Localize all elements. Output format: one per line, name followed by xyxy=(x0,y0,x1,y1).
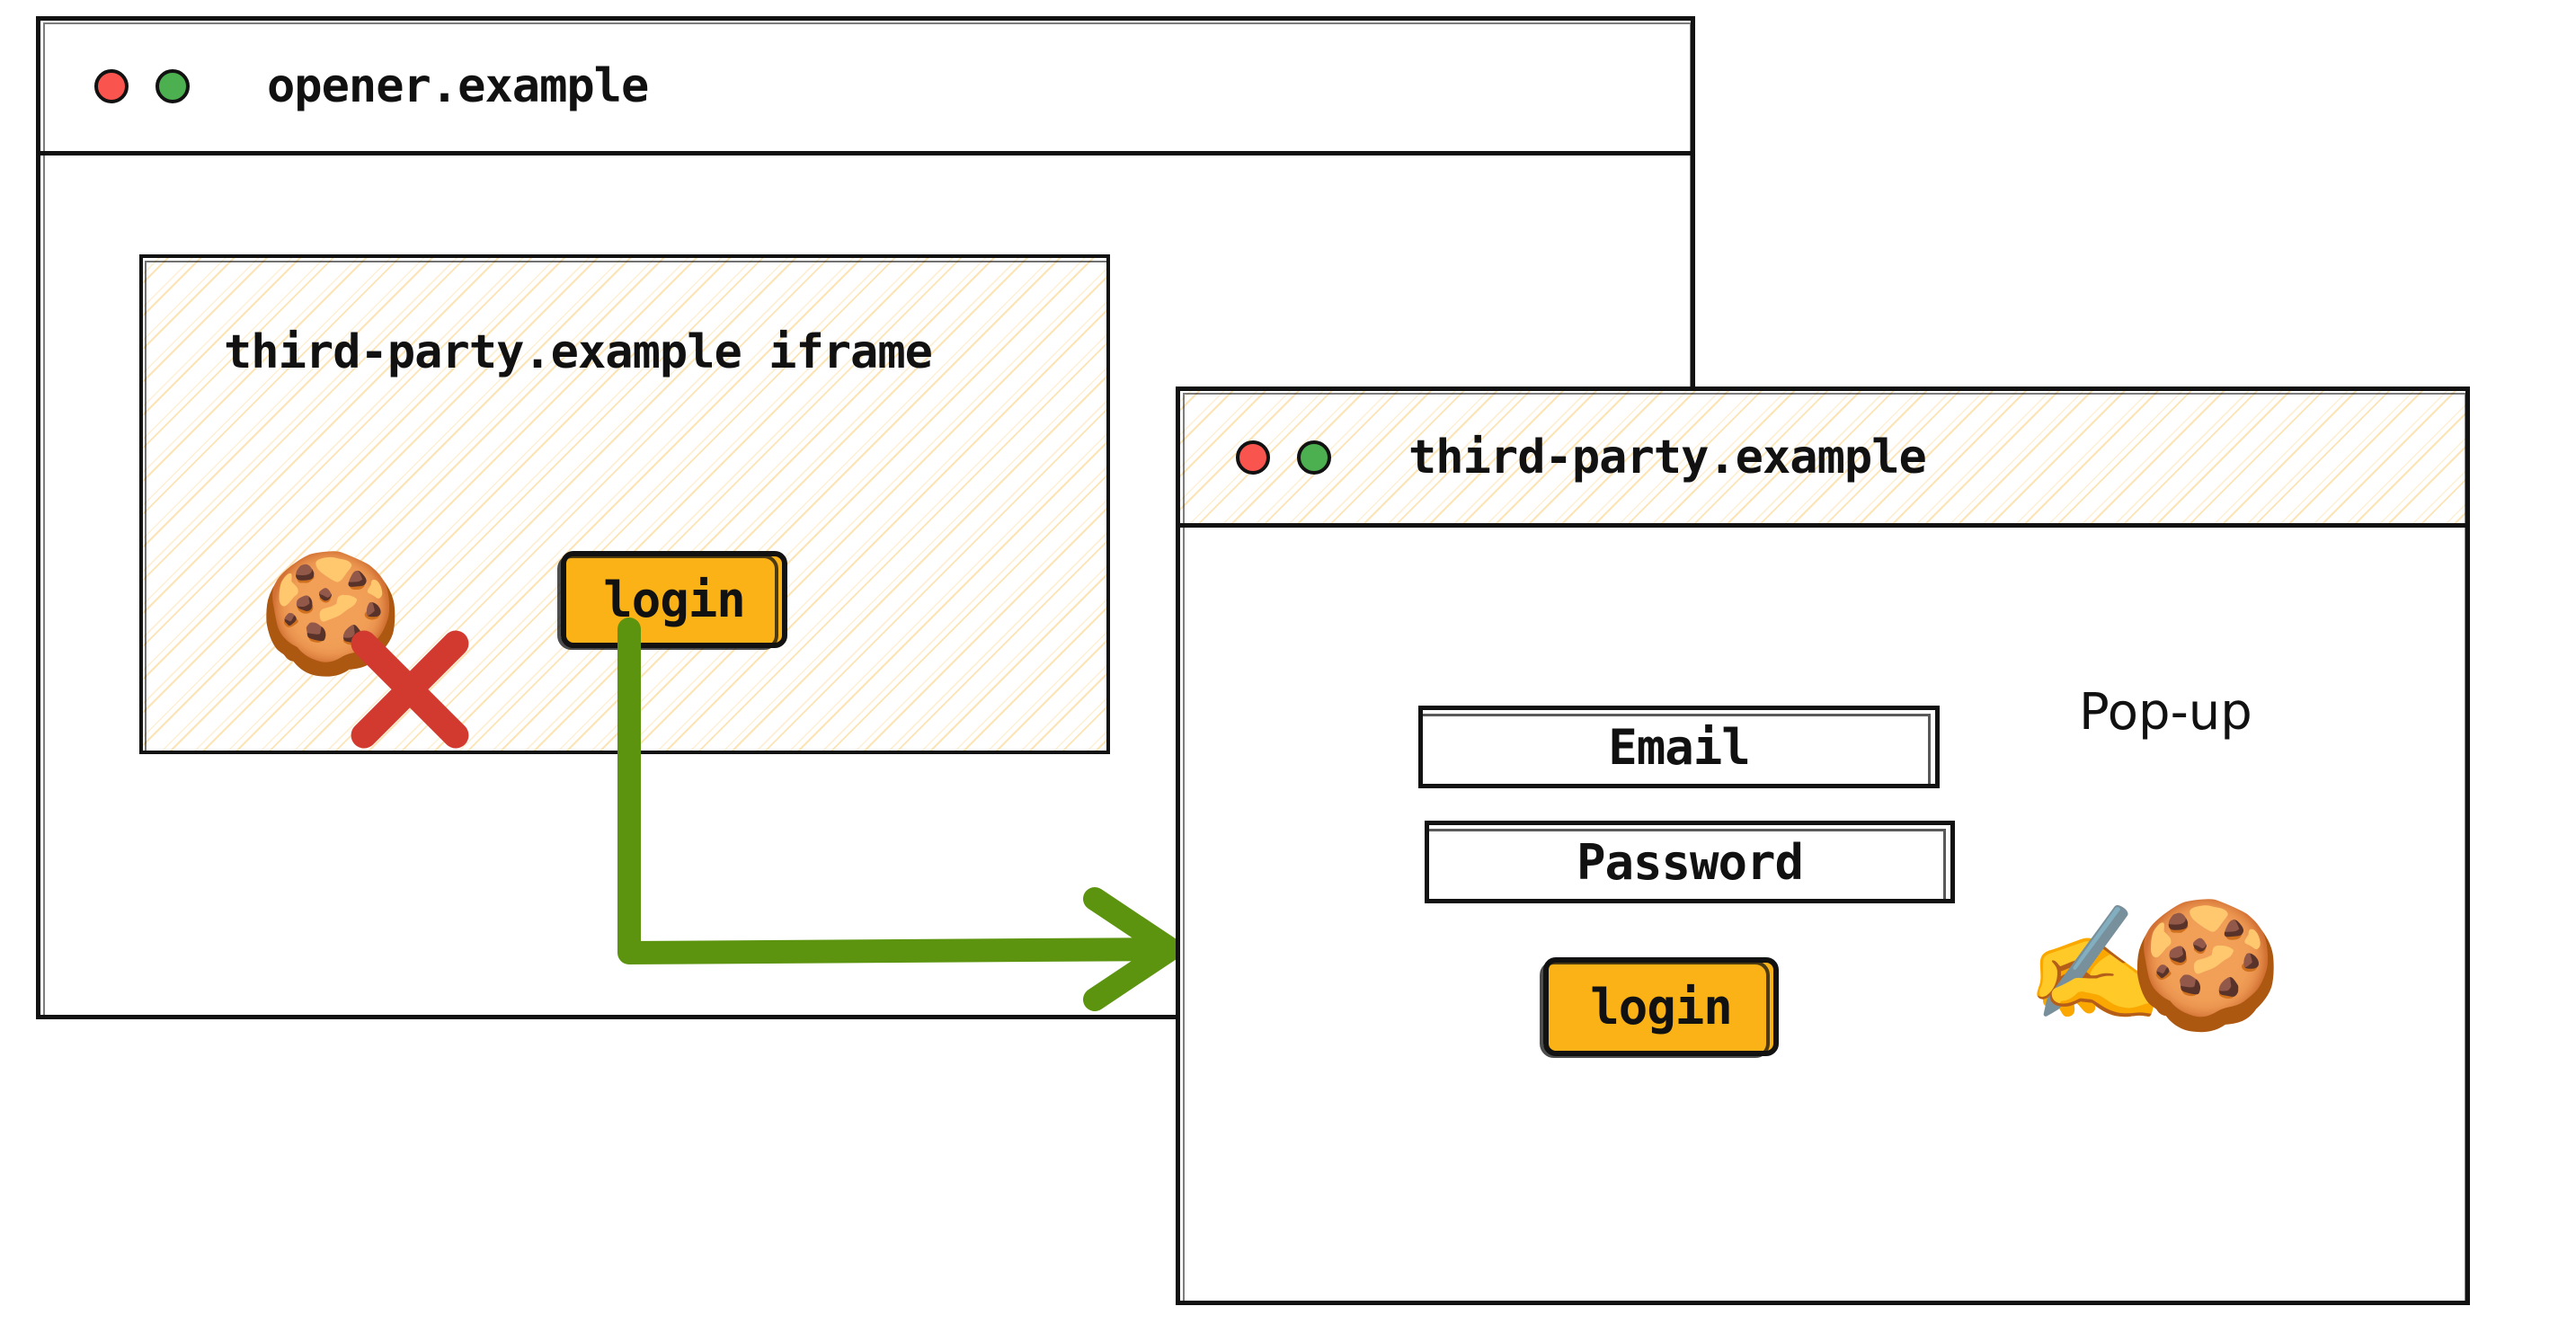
email-field[interactable]: Email xyxy=(1418,706,1940,788)
third-party-iframe: third-party.example iframe 🍪 login xyxy=(139,254,1110,754)
writing-hand-emoji: ✍️ xyxy=(2025,898,2166,1030)
popup-browser-window: third-party.example Pop-up Email Passwor… xyxy=(1176,387,2470,1305)
opener-window-title: opener.example xyxy=(267,58,649,113)
opener-titlebar: opener.example xyxy=(40,21,1691,156)
close-icon[interactable] xyxy=(1236,440,1270,475)
maximize-icon[interactable] xyxy=(155,68,190,103)
popup-window-title: third-party.example xyxy=(1408,430,1927,484)
iframe-label: third-party.example iframe xyxy=(224,325,933,379)
iframe-login-button[interactable]: login xyxy=(557,551,787,650)
password-field[interactable]: Password xyxy=(1425,821,1955,903)
maximize-icon[interactable] xyxy=(1297,440,1331,475)
red-x-mark xyxy=(351,630,469,749)
popup-login-button[interactable]: login xyxy=(1540,957,1779,1058)
popup-annotation-label: Pop-up xyxy=(2079,683,2252,742)
close-icon[interactable] xyxy=(94,68,129,103)
popup-titlebar: third-party.example xyxy=(1180,391,2465,528)
cookie-emoji: 🍪 xyxy=(2128,893,2283,1037)
